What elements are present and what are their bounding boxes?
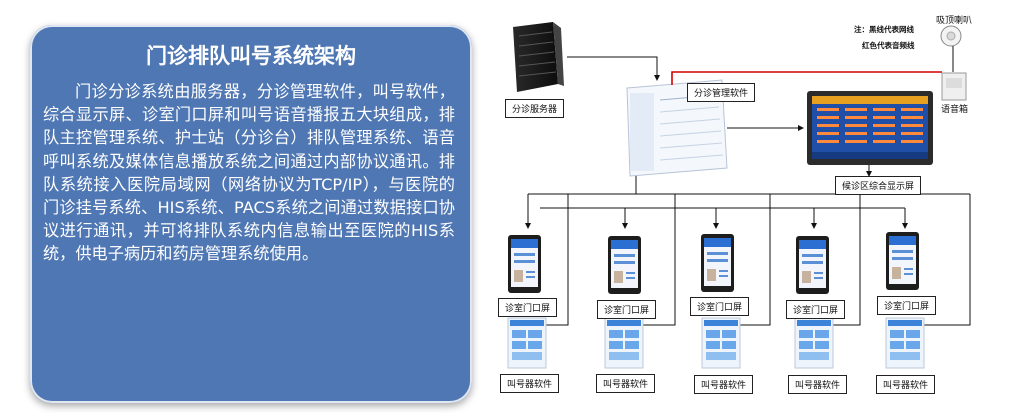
door-screen-icons	[508, 232, 919, 294]
door-screen-label: 诊室门口屏	[690, 297, 750, 316]
panel-body-text: 门诊分诊系统由服务器，分诊管理软件，叫号软件，综合显示屏、诊室门口屏和叫号语音播…	[43, 82, 455, 264]
caller-software-icons	[507, 317, 925, 369]
server-label: 分诊服务器	[505, 99, 565, 118]
door-screen-label: 诊室门口屏	[597, 300, 657, 319]
ceiling-speaker-label: 吸顶喇叭	[936, 16, 973, 26]
door-screen-icon	[701, 234, 734, 292]
caller-software-icon	[885, 317, 925, 369]
caller-label: 叫号器软件	[876, 375, 936, 394]
caller-label: 叫号器软件	[694, 375, 754, 394]
door-screen-label: 诊室门口屏	[786, 300, 846, 319]
voice-box-label: 语音箱	[941, 105, 969, 115]
software-label: 分诊管理软件	[687, 83, 756, 102]
door-screen-label: 诊室门口屏	[877, 296, 937, 315]
display-label: 候诊区综合显示屏	[835, 176, 922, 195]
door-screen-icon	[508, 235, 541, 293]
audio-line	[671, 71, 942, 85]
intro-panel	[30, 25, 472, 403]
network-lines	[525, 56, 971, 326]
waiting-area-display-icon	[807, 91, 933, 165]
ceiling-speaker-icon	[940, 25, 962, 47]
voice-box-icon	[941, 72, 967, 101]
caller-software-icon	[604, 317, 644, 369]
legend-note-line2: 红色代表音频线	[862, 41, 915, 50]
door-screen-icon	[886, 232, 919, 290]
caller-label: 叫号器软件	[788, 375, 848, 394]
legend-note-line1: 注：黑线代表网线	[854, 25, 914, 34]
caller-label: 叫号器软件	[500, 374, 560, 393]
triage-software-screenshot-icon	[626, 79, 728, 177]
caller-software-icon	[794, 317, 834, 369]
door-screen-label: 诊室门口屏	[498, 298, 558, 317]
panel-title: 门诊排队叫号系统架构	[146, 44, 356, 68]
door-screen-icon	[608, 236, 641, 294]
door-screen-icon	[796, 236, 829, 294]
caller-software-icon	[507, 317, 547, 369]
caller-label: 叫号器软件	[596, 374, 656, 393]
server-icon	[513, 22, 564, 92]
caller-software-icon	[701, 317, 741, 369]
